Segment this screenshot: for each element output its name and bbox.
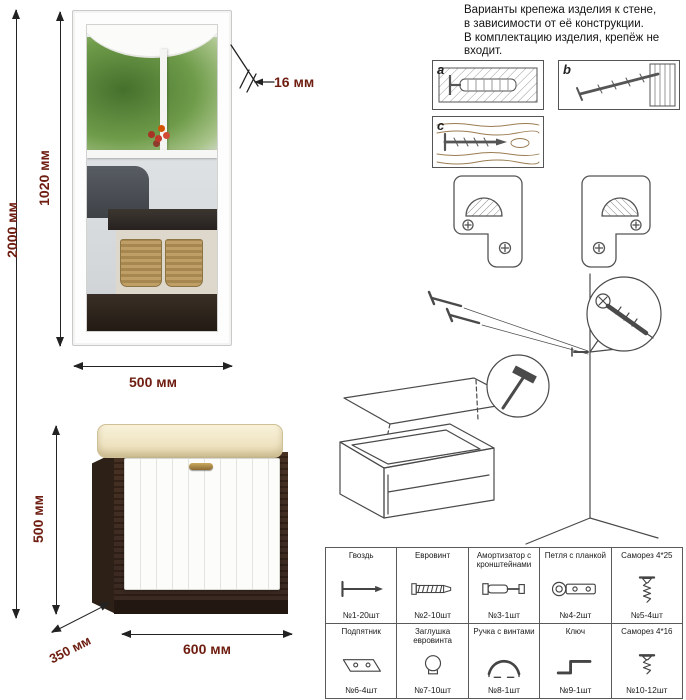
dimension-label-total-height: 2000 мм — [4, 202, 20, 258]
hardware-item-name: Ручка с винтами — [473, 626, 535, 636]
reflection-window-sill — [87, 150, 217, 159]
dimension-line-bench-depth — [48, 598, 112, 636]
mirror-glass — [86, 24, 218, 332]
dimension-label-bench-depth: 350 мм — [46, 632, 94, 667]
hardware-item-qty: №1-20шт — [342, 609, 380, 620]
reflection-floor — [87, 294, 217, 331]
screw-4x25-icon — [620, 574, 674, 604]
hardware-cell: Заглушка евровинта №7-10шт — [397, 623, 468, 698]
wall-bracket-left — [453, 175, 523, 268]
hardware-item-qty: №3-1шт — [487, 609, 521, 620]
hardware-item-name: Ключ — [565, 626, 586, 636]
hardware-item-qty: №10-12шт — [626, 685, 668, 695]
dimension-line-bench-width — [121, 629, 293, 638]
fastening-option-b-label: b — [563, 62, 571, 77]
hardware-cell: Евровинт №2-10шт — [397, 548, 468, 623]
dimension-label-bench-height: 500 мм — [30, 495, 46, 543]
hardware-item-name: Евровинт — [414, 551, 451, 560]
reflection-window-mullion — [159, 49, 167, 154]
hardware-cell: Саморез 4*25 №5-4шт — [611, 548, 682, 623]
hardware-table: Гвоздь №1-20шт Евровинт №2-10шт Амортиза… — [325, 547, 683, 699]
screw-4x16-icon — [620, 650, 674, 680]
dimension-label-bench-width: 600 мм — [183, 641, 231, 657]
hardware-cell: Петля с планкой №4-2шт — [540, 548, 611, 623]
hardware-item-name: Подпятник — [341, 626, 381, 636]
handle-icon — [477, 650, 531, 680]
hardware-item-qty: №5-4шт — [630, 609, 663, 620]
hardware-item-qty: №6-4шт — [345, 685, 378, 695]
hardware-cell: Амортизатор с кронштейнами №3-1шт — [468, 548, 540, 623]
hardware-cell: Саморез 4*16 №10-12шт — [611, 623, 682, 698]
depth-callout-graphic — [230, 44, 275, 93]
dimension-line-mirror-width — [73, 361, 233, 370]
dimension-line-bench-height — [51, 425, 60, 615]
bench-side-panel — [92, 452, 116, 614]
nail-icon — [334, 574, 388, 604]
hardware-cell: Ручка с винтами №8-1шт — [468, 623, 540, 698]
dimension-line-mirror-height — [55, 11, 64, 347]
bench-plinth — [114, 600, 288, 614]
hardware-item-name: Петля с планкой — [544, 551, 607, 560]
hardware-cell: Подпятник №6-4шт — [326, 623, 397, 698]
hardware-cell: Ключ №9-1шт — [540, 623, 611, 698]
bench-cushion — [97, 424, 283, 458]
reflection-basket — [119, 239, 162, 288]
hardware-item-qty: №4-2шт — [559, 609, 592, 620]
reflection-tabletop — [107, 208, 217, 230]
fastening-option-b-graphic — [558, 60, 680, 110]
dimension-label-mirror-width: 500 мм — [129, 374, 177, 390]
reflection-basket — [165, 239, 204, 288]
hardware-item-qty: №7-10шт — [414, 685, 452, 695]
hex-key-icon — [548, 650, 602, 680]
dimension-line-total-height — [11, 9, 20, 619]
dimension-label-mirror-depth: 16 мм — [274, 74, 315, 90]
hardware-item-qty: №2-10шт — [414, 609, 452, 620]
fastening-option-a-label: a — [437, 62, 445, 77]
footpad-icon — [334, 650, 388, 680]
wall-bracket-right — [581, 175, 651, 268]
hardware-item-name: Амортизатор с кронштейнами — [476, 551, 532, 570]
fastening-option-c-label: c — [437, 118, 445, 133]
hardware-item-qty: №9-1шт — [559, 685, 592, 695]
fastening-option-a-graphic — [432, 60, 544, 110]
hardware-item-name: Саморез 4*16 — [621, 626, 673, 636]
wall-fastening-notice: Варианты крепежа изделия к стене, в зави… — [464, 4, 660, 58]
hardware-cell: Гвоздь №1-20шт — [326, 548, 397, 623]
hardware-item-qty: №8-1шт — [487, 685, 521, 695]
mirror-illustration — [72, 10, 232, 346]
dimension-label-mirror-height: 1020 мм — [36, 150, 52, 206]
hardware-item-name: Заглушка евровинта — [413, 626, 452, 645]
hinge-icon — [548, 574, 602, 604]
bench-handle — [189, 463, 213, 470]
bench-front-panel — [124, 458, 280, 590]
assembly-illustration — [339, 273, 662, 545]
fastening-option-c-graphic — [432, 116, 544, 168]
hardware-item-name: Гвоздь — [348, 551, 374, 560]
damper-icon — [477, 574, 531, 604]
cap-icon — [406, 650, 460, 680]
hardware-item-name: Саморез 4*25 — [621, 551, 673, 560]
reflection-flowers — [154, 135, 162, 143]
euroscrew-icon — [406, 574, 460, 604]
